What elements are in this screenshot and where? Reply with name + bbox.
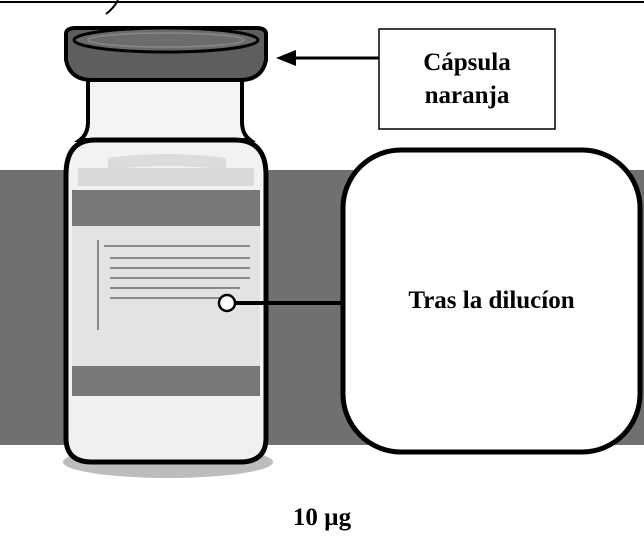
dilution-box-frame — [340, 147, 643, 455]
vial-shoulder-shade — [108, 154, 226, 170]
leader-dot — [217, 293, 237, 313]
cap-label-frame — [378, 28, 556, 130]
vial-icon — [63, 26, 269, 465]
dose-label: 10 µg — [292, 504, 352, 531]
vial-neck — [74, 78, 256, 142]
top-corner-mark — [105, 0, 119, 15]
cap-label-line2: naranja — [424, 82, 510, 109]
label-bottom-stripe — [72, 366, 260, 396]
cap-label-line1: Cápsula — [423, 49, 511, 76]
cap-label: Cápsula naranja — [379, 29, 555, 129]
dilution-label: Tras la dilucíon — [408, 287, 575, 314]
label-top-stripe — [72, 190, 260, 226]
vial-cap-top — [72, 26, 260, 54]
vial-base — [70, 402, 262, 458]
vial-cap-ring — [87, 32, 245, 48]
arrow-left-icon — [276, 50, 379, 66]
label-text-lines — [97, 240, 250, 330]
vial-inner-rim — [78, 168, 254, 186]
